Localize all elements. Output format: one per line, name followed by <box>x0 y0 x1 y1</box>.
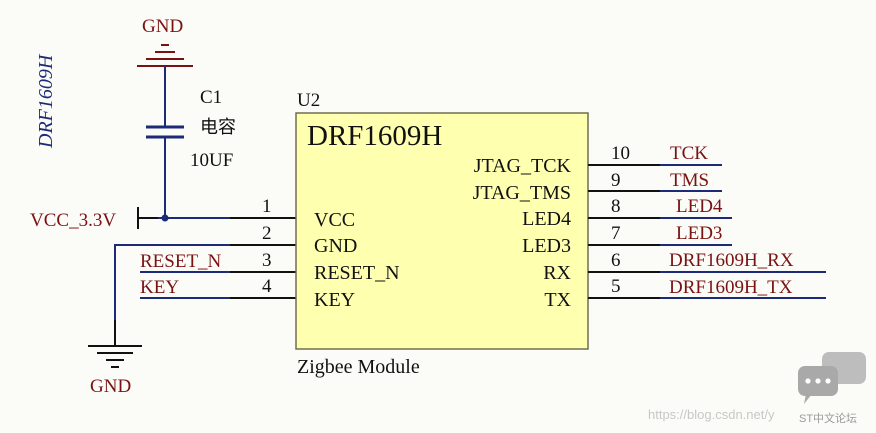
pin-number: 2 <box>262 223 272 244</box>
gnd-label-top: GND <box>142 16 183 37</box>
net-label-rx: DRF1609H_RX <box>669 250 794 271</box>
pin-number: 8 <box>611 196 621 217</box>
module-ref: U2 <box>297 90 320 111</box>
pin-name: JTAG_TCK <box>474 155 572 177</box>
watermark: https://blog.csdn.net/y ST中文论坛 <box>648 352 866 425</box>
watermark-url: https://blog.csdn.net/y <box>648 407 775 422</box>
gnd-label-bottom: GND <box>90 376 131 397</box>
cap-name: 电容 <box>200 117 236 137</box>
pin-number: 6 <box>611 250 621 271</box>
module-footer: Zigbee Module <box>297 356 420 378</box>
gnd-symbol-bottom <box>88 320 142 368</box>
pin-name: GND <box>314 235 357 257</box>
wire-gnd-pin2 <box>114 244 230 320</box>
module-part: DRF1609H <box>307 120 442 152</box>
pin-name: VCC <box>314 209 355 231</box>
vcc-label: VCC_3.3V <box>30 210 116 231</box>
pin-number: 5 <box>611 276 621 297</box>
net-label-led4: LED4 <box>676 196 723 217</box>
module-body <box>295 112 589 350</box>
pin-name: KEY <box>314 289 355 311</box>
pin-name: RX <box>543 262 571 284</box>
pin-number: 9 <box>611 170 621 191</box>
vcc-port <box>137 207 158 229</box>
cap-value: 10UF <box>190 150 233 171</box>
pin-number: 1 <box>262 196 272 217</box>
right-pin-lines <box>588 164 660 299</box>
pin-number: 4 <box>262 276 272 297</box>
net-label-tck: TCK <box>670 143 708 164</box>
sheet-title: DRF1609H <box>35 53 57 149</box>
pin-name: LED4 <box>522 208 571 230</box>
capacitor-c1 <box>146 66 184 218</box>
watermark-brand: ST中文论坛 <box>799 411 857 425</box>
net-label-tx: DRF1609H_TX <box>669 277 793 298</box>
net-label-led3: LED3 <box>676 223 722 244</box>
net-label-key: KEY <box>140 277 179 298</box>
pin-name: RESET_N <box>314 262 400 284</box>
pin-number: 10 <box>611 143 630 164</box>
left-pin-lines <box>230 217 296 299</box>
pin-name: JTAG_TMS <box>473 182 571 204</box>
pin-name: TX <box>544 289 571 311</box>
net-label-tms: TMS <box>670 170 709 191</box>
pin-number: 7 <box>611 223 621 244</box>
cap-ref: C1 <box>200 87 222 108</box>
pin-name: LED3 <box>522 235 571 257</box>
gnd-symbol-top <box>137 44 193 67</box>
right-wires <box>660 164 826 299</box>
net-label-reset: RESET_N <box>140 251 222 272</box>
chat-bubble-icon <box>798 352 866 404</box>
pin-number: 3 <box>262 250 272 271</box>
